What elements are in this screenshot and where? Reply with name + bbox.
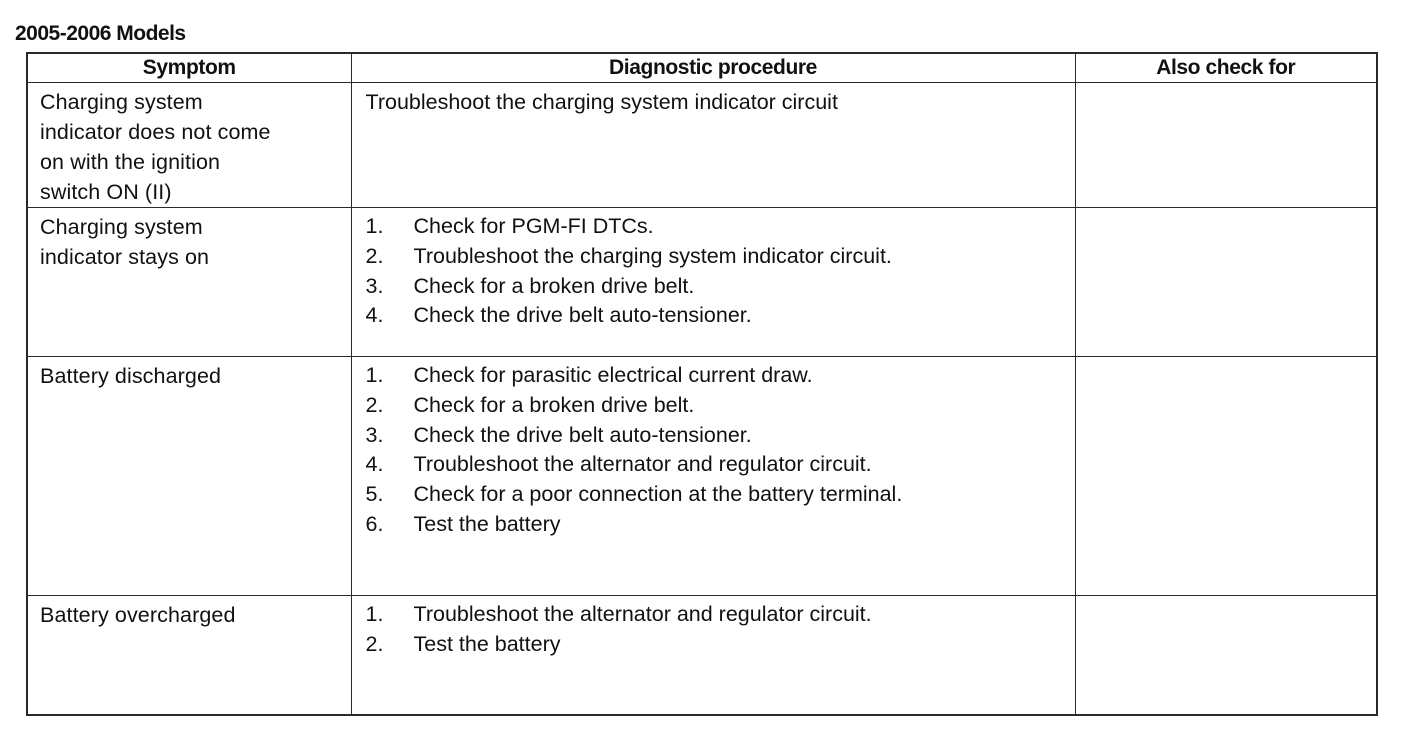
procedure-step: 4. Check the drive belt auto-tensioner. [366,301,1067,331]
table-row: Battery overcharged 1. Troubleshoot the a… [26,595,1378,716]
procedure-step: 4. Troubleshoot the alternator and regula… [366,450,1067,480]
step-text: Test the battery [413,511,561,536]
procedure-step: 3. Check for a broken drive belt. [366,272,1067,302]
step-text: Troubleshoot the charging system indicat… [413,243,892,268]
symptom-text: Battery discharged [40,364,222,388]
procedure-step: 1. Troubleshoot the alternator and regula… [366,600,1067,630]
symptom-text: Charging system indicator stays on [40,215,210,269]
procedure-step: 2. Check for a broken drive belt. [366,391,1067,421]
also-check-cell [1074,82,1378,208]
step-text: Test the battery [413,631,561,656]
step-number: 1. [365,214,384,238]
step-text: Check for a broken drive belt. [413,273,695,298]
step-text: Check for a broken drive belt. [413,392,695,417]
procedure-step: 2. Troubleshoot the charging system indic… [366,242,1067,272]
symptom-cell: Battery overcharged [26,595,352,716]
also-check-cell [1074,595,1378,716]
procedure-steps: 1. Check for PGM-FI DTCs. 2. Troubleshoot … [366,212,1067,331]
step-text: Troubleshoot the alternator and regulato… [413,602,872,626]
procedure-step: 6. Test the battery [366,510,1067,540]
symptom-column-header: Symptom [26,52,352,83]
procedure-steps: 1. Troubleshoot the alternator and regula… [366,600,1067,660]
procedure-cell: 1. Check for parasitic electrical current… [350,356,1076,596]
table-row: Battery discharged 1. Check for parasitic… [26,356,1378,596]
symptom-cell: Battery discharged [26,356,352,596]
symptom-cell: Charging system indicator does not come … [26,82,352,208]
step-number: 3. [365,273,384,298]
step-number: 2. [365,631,384,656]
symptom-cell: Charging system indicator stays on [26,207,352,357]
step-number: 3. [365,422,384,447]
procedure-text: Troubleshoot the charging system indicat… [365,90,838,114]
procedure-cell: 1. Check for PGM-FI DTCs. 2. Troubleshoot … [350,207,1076,357]
step-number: 2. [365,392,384,417]
step-number: 5. [365,482,384,507]
procedure-cell: Troubleshoot the charging system indicat… [350,82,1076,208]
table-row: Charging system indicator stays on 1. Che… [26,207,1378,357]
step-number: 4. [365,452,384,477]
table-header-row: Symptom Diagnostic procedure Also check … [26,52,1378,83]
step-text: Check the drive belt auto-tensioner. [413,303,752,328]
troubleshooting-table: Symptom Diagnostic procedure Also check … [26,52,1378,716]
diagnostic-procedure-column-header: Diagnostic procedure [350,52,1076,83]
symptom-text: Charging system indicator does not come … [40,90,271,204]
procedure-step: 1. Check for parasitic electrical current… [366,361,1067,391]
procedure-steps: 1. Check for parasitic electrical current… [366,361,1067,540]
table-row: Charging system indicator does not come … [26,82,1378,208]
step-number: 1. [365,602,384,626]
also-check-for-column-header: Also check for [1074,52,1378,83]
step-number: 6. [365,511,384,536]
step-number: 4. [365,303,384,328]
also-check-cell [1074,356,1378,596]
step-text: Check for parasitic electrical current d… [413,363,813,387]
symptom-text: Battery overcharged [40,603,236,627]
step-text: Check the drive belt auto-tensioner. [413,422,752,447]
step-text: Troubleshoot the alternator and regulato… [413,452,872,477]
procedure-step: 5. Check for a poor connection at the bat… [366,480,1067,510]
step-text: Check for a poor connection at the batte… [413,482,903,507]
step-number: 1. [365,363,384,387]
procedure-step: 2. Test the battery [366,630,1067,660]
step-number: 2. [365,243,384,268]
step-text: Check for PGM-FI DTCs. [413,214,654,238]
procedure-step: 1. Check for PGM-FI DTCs. [366,212,1067,242]
procedure-cell: 1. Troubleshoot the alternator and regula… [350,595,1076,716]
page-title: 2005-2006 Models [15,22,186,45]
procedure-step: 3. Check the drive belt auto-tensioner. [366,421,1067,451]
also-check-cell [1074,207,1378,357]
